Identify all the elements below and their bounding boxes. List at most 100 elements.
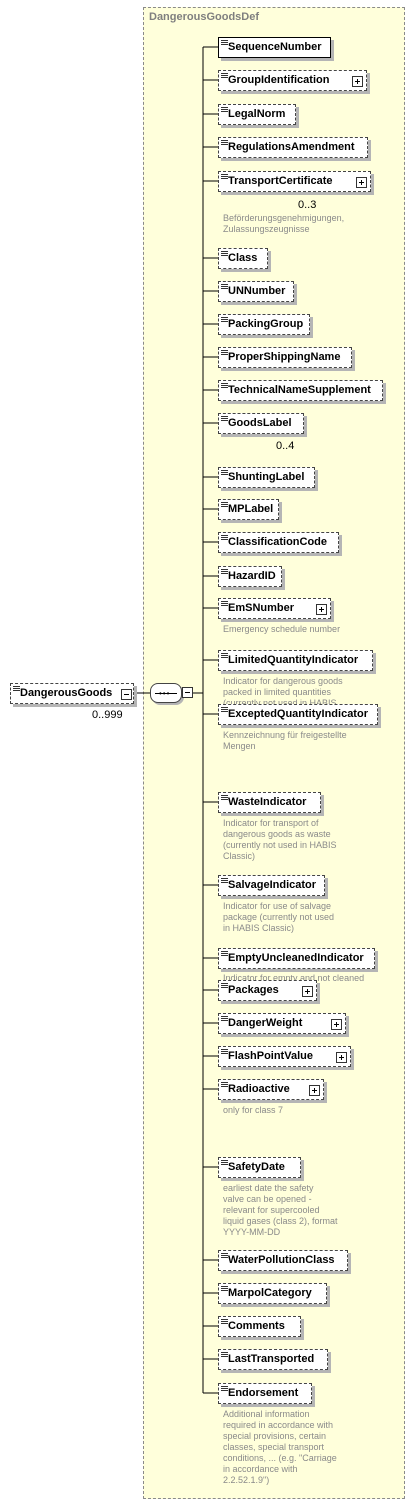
cardinality: 0..3 bbox=[298, 199, 317, 211]
element-label: UNNumber bbox=[228, 285, 286, 297]
element-label: SalvageIndicator bbox=[228, 879, 317, 891]
element-marker-icon bbox=[221, 107, 228, 112]
element-label: EmptyUncleanedIndicator bbox=[228, 952, 364, 964]
element-hazardid[interactable]: HazardID bbox=[218, 566, 282, 587]
documentation-text: Kennzeichnung für freigestellte Mengen bbox=[223, 730, 347, 751]
element-marker-icon bbox=[221, 983, 228, 988]
element-marpolcategory[interactable]: MarpolCategory bbox=[218, 1283, 327, 1304]
root-element-label: DangerousGoods bbox=[20, 687, 113, 699]
element-legalnorm[interactable]: LegalNorm bbox=[218, 104, 296, 125]
element-label: GoodsLabel bbox=[228, 417, 292, 429]
element-goodslabel[interactable]: GoodsLabel bbox=[218, 413, 304, 434]
collapse-icon[interactable] bbox=[121, 689, 132, 700]
element-marker-icon bbox=[221, 1082, 228, 1087]
documentation-text: Emergency schedule number bbox=[223, 624, 341, 634]
element-marker-icon bbox=[221, 878, 228, 883]
element-groupidentification[interactable]: GroupIdentification bbox=[218, 70, 367, 91]
documentation-text: only for class 7 bbox=[223, 1105, 284, 1115]
element-marker-icon bbox=[221, 140, 228, 145]
element-lasttransported[interactable]: LastTransported bbox=[218, 1349, 328, 1370]
element-label: RegulationsAmendment bbox=[228, 141, 355, 153]
element-label: MarpolCategory bbox=[228, 1287, 312, 1299]
element-label: MPLabel bbox=[228, 503, 274, 515]
element-marker-icon bbox=[221, 251, 228, 256]
element-safetydate[interactable]: SafetyDate bbox=[218, 1157, 301, 1178]
element-marker-icon bbox=[221, 1319, 228, 1324]
cardinality: 0..4 bbox=[276, 440, 295, 452]
element-label: ShuntingLabel bbox=[228, 471, 305, 483]
element-marker-icon bbox=[221, 1160, 228, 1165]
element-marker-icon bbox=[221, 1016, 228, 1021]
element-marker-icon bbox=[221, 1352, 228, 1357]
element-marker-icon bbox=[221, 795, 228, 800]
element-marker-icon bbox=[221, 383, 228, 388]
expand-icon[interactable] bbox=[356, 177, 367, 188]
documentation-text: earliest date the safety valve can be op… bbox=[223, 1183, 338, 1237]
element-label: Packages bbox=[228, 984, 279, 996]
element-transportcertificate[interactable]: TransportCertificate bbox=[218, 171, 371, 192]
element-salvageindicator[interactable]: SalvageIndicator bbox=[218, 875, 325, 896]
element-label: LegalNorm bbox=[228, 108, 286, 120]
compositor-collapse-icon[interactable] bbox=[182, 687, 193, 698]
expand-icon[interactable] bbox=[331, 1019, 342, 1030]
element-label: ClassificationCode bbox=[228, 536, 328, 548]
element-emsnumber[interactable]: EmSNumber bbox=[218, 598, 331, 619]
element-marker-icon bbox=[221, 73, 228, 78]
element-mplabel[interactable]: MPLabel bbox=[218, 499, 279, 520]
element-label: WaterPollutionClass bbox=[228, 1254, 335, 1266]
element-comments[interactable]: Comments bbox=[218, 1316, 301, 1337]
element-technicalnamesupplement[interactable]: TechnicalNameSupplement bbox=[218, 380, 383, 401]
element-limitedquantityindicator[interactable]: LimitedQuantityIndicator bbox=[218, 650, 373, 671]
documentation-text: Beförderungsgenehmigungen, Zulassungszeu… bbox=[223, 213, 345, 234]
root-element[interactable]: DangerousGoods bbox=[10, 683, 134, 704]
expand-icon[interactable] bbox=[302, 986, 313, 997]
element-shuntinglabel[interactable]: ShuntingLabel bbox=[218, 467, 315, 488]
element-marker-icon bbox=[221, 317, 228, 322]
element-label: Endorsement bbox=[228, 1387, 299, 1399]
element-propershippingname[interactable]: ProperShippingName bbox=[218, 347, 352, 368]
element-emptyuncleanedindicator[interactable]: EmptyUncleanedIndicator bbox=[218, 948, 375, 969]
element-marker-icon bbox=[221, 502, 228, 507]
element-endorsement[interactable]: Endorsement bbox=[218, 1383, 312, 1404]
element-label: Comments bbox=[228, 1320, 285, 1332]
expand-icon[interactable] bbox=[316, 604, 327, 615]
element-packages[interactable]: Packages bbox=[218, 980, 317, 1001]
expand-icon[interactable] bbox=[336, 1052, 347, 1063]
element-radioactive[interactable]: Radioactive bbox=[218, 1079, 324, 1100]
element-label: PackingGroup bbox=[228, 318, 304, 330]
sequence-line bbox=[155, 693, 177, 694]
expand-icon[interactable] bbox=[309, 1085, 320, 1096]
element-marker-icon bbox=[13, 686, 20, 691]
element-label: HazardID bbox=[228, 570, 276, 582]
element-marker-icon bbox=[221, 40, 228, 45]
element-marker-icon bbox=[221, 569, 228, 574]
element-waterpollutionclass[interactable]: WaterPollutionClass bbox=[218, 1250, 348, 1271]
sequence-compositor: ••• bbox=[150, 683, 182, 703]
documentation-text: Additional information required in accor… bbox=[223, 1409, 337, 1485]
element-regulationsamendment[interactable]: RegulationsAmendment bbox=[218, 137, 368, 158]
element-label: EmSNumber bbox=[228, 602, 295, 614]
expand-icon[interactable] bbox=[352, 76, 363, 87]
element-marker-icon bbox=[221, 470, 228, 475]
element-label: SafetyDate bbox=[228, 1161, 285, 1173]
element-unnumber[interactable]: UNNumber bbox=[218, 281, 294, 302]
element-marker-icon bbox=[221, 951, 228, 956]
element-class[interactable]: Class bbox=[218, 248, 268, 269]
sequence-dots-icon: ••• bbox=[159, 689, 171, 698]
element-marker-icon bbox=[221, 1253, 228, 1258]
element-flashpointvalue[interactable]: FlashPointValue bbox=[218, 1046, 351, 1067]
element-sequencenumber[interactable]: SequenceNumber bbox=[218, 37, 331, 58]
element-packinggroup[interactable]: PackingGroup bbox=[218, 314, 310, 335]
element-marker-icon bbox=[221, 1286, 228, 1291]
element-wasteindicator[interactable]: WasteIndicator bbox=[218, 792, 321, 813]
type-title: DangerousGoodsDef bbox=[149, 11, 260, 23]
documentation-text: Indicator for transport of dangerous goo… bbox=[223, 818, 337, 861]
element-exceptedquantityindicator[interactable]: ExceptedQuantityIndicator bbox=[218, 704, 378, 725]
element-marker-icon bbox=[221, 350, 228, 355]
element-marker-icon bbox=[221, 1049, 228, 1054]
element-marker-icon bbox=[221, 284, 228, 289]
element-classificationcode[interactable]: ClassificationCode bbox=[218, 532, 339, 553]
element-label: LastTransported bbox=[228, 1353, 315, 1365]
element-dangerweight[interactable]: DangerWeight bbox=[218, 1013, 346, 1034]
